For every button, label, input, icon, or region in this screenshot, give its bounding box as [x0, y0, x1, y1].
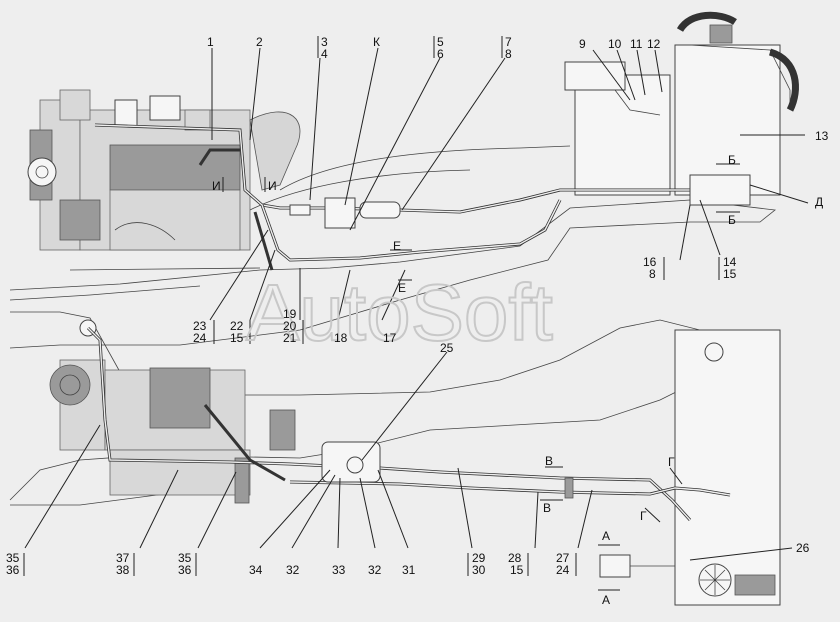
exhaust-pipe — [249, 111, 301, 191]
callout-18: 18 — [334, 331, 348, 345]
callout-8: 8 — [505, 47, 512, 61]
callout-13: 13 — [815, 129, 829, 143]
callout-21: 21 — [283, 331, 297, 345]
callout-14: 14 — [723, 255, 737, 269]
section-arrows — [222, 163, 740, 591]
callout-37: 37 — [116, 551, 130, 565]
section-mark-V-bottom: В — [543, 501, 551, 515]
section-mark-E-bottom: Е — [398, 281, 406, 295]
callout-7: 7 — [505, 35, 512, 49]
callout-23: 23 — [193, 319, 207, 333]
callout-8b: 8 — [649, 267, 656, 281]
callout-19: 19 — [283, 307, 297, 321]
callout-11: 11 — [630, 37, 643, 51]
callout-35b: 35 — [178, 551, 192, 565]
section-mark-E-top: Е — [393, 239, 401, 253]
section-mark-I-left: И — [212, 179, 221, 193]
callout-3: 3 — [321, 35, 328, 49]
section-mark-V-top: В — [545, 454, 553, 468]
section-mark-I-right: И — [268, 179, 277, 193]
section-mark-A-top: А — [602, 529, 610, 543]
section-mark-G-top: Г — [668, 455, 675, 469]
callout-22: 22 — [230, 319, 244, 333]
callout-25: 25 — [440, 341, 454, 355]
callout-6: 6 — [437, 47, 444, 61]
callout-31: 31 — [402, 563, 416, 577]
callout-34: 34 — [249, 563, 263, 577]
callout-36b: 36 — [178, 563, 192, 577]
callout-D: Д — [815, 195, 823, 209]
callout-24: 24 — [193, 331, 207, 345]
callout-38: 38 — [116, 563, 130, 577]
callout-20: 20 — [283, 319, 297, 333]
callout-15: 15 — [723, 267, 737, 281]
top-frame-outline — [9, 145, 776, 349]
engine-block-bottom — [49, 319, 296, 504]
watermark: AutoSoft — [246, 268, 553, 357]
fuel-tank-top — [674, 11, 799, 196]
callout-9: 9 — [579, 37, 586, 51]
callout-15c: 15 — [510, 563, 524, 577]
cab-wall-top — [564, 61, 671, 196]
callout-30: 30 — [472, 563, 486, 577]
callout-4: 4 — [321, 47, 328, 61]
engine-block-top — [27, 89, 261, 271]
section-mark-A-bottom: А — [602, 593, 610, 607]
callout-10: 10 — [608, 37, 622, 51]
callout-35: 35 — [6, 551, 20, 565]
callout-29: 29 — [472, 551, 486, 565]
callout-32b: 32 — [368, 563, 382, 577]
callout-1: 1 — [207, 35, 214, 49]
section-mark-G-bottom: Г — [640, 509, 647, 523]
section-mark-B-bottom: Б — [728, 213, 736, 227]
callout-26: 26 — [796, 541, 810, 555]
callout-5: 5 — [437, 35, 444, 49]
callout-2: 2 — [256, 35, 263, 49]
callout-28: 28 — [508, 551, 522, 565]
fuel-tank-bottom — [674, 329, 781, 606]
fuel-lines-bottom — [86, 326, 731, 578]
callout-17: 17 — [383, 331, 397, 345]
section-mark-B-top: Б — [728, 153, 736, 167]
callout-12: 12 — [647, 37, 661, 51]
callout-K: К — [373, 35, 380, 49]
callout-36: 36 — [6, 563, 20, 577]
callout-33: 33 — [332, 563, 346, 577]
callout-15b: 15 — [230, 331, 244, 345]
leader-lines — [23, 36, 809, 576]
callout-24b: 24 — [556, 563, 570, 577]
callout-32: 32 — [286, 563, 300, 577]
callout-27: 27 — [556, 551, 570, 565]
callout-16: 16 — [643, 255, 657, 269]
